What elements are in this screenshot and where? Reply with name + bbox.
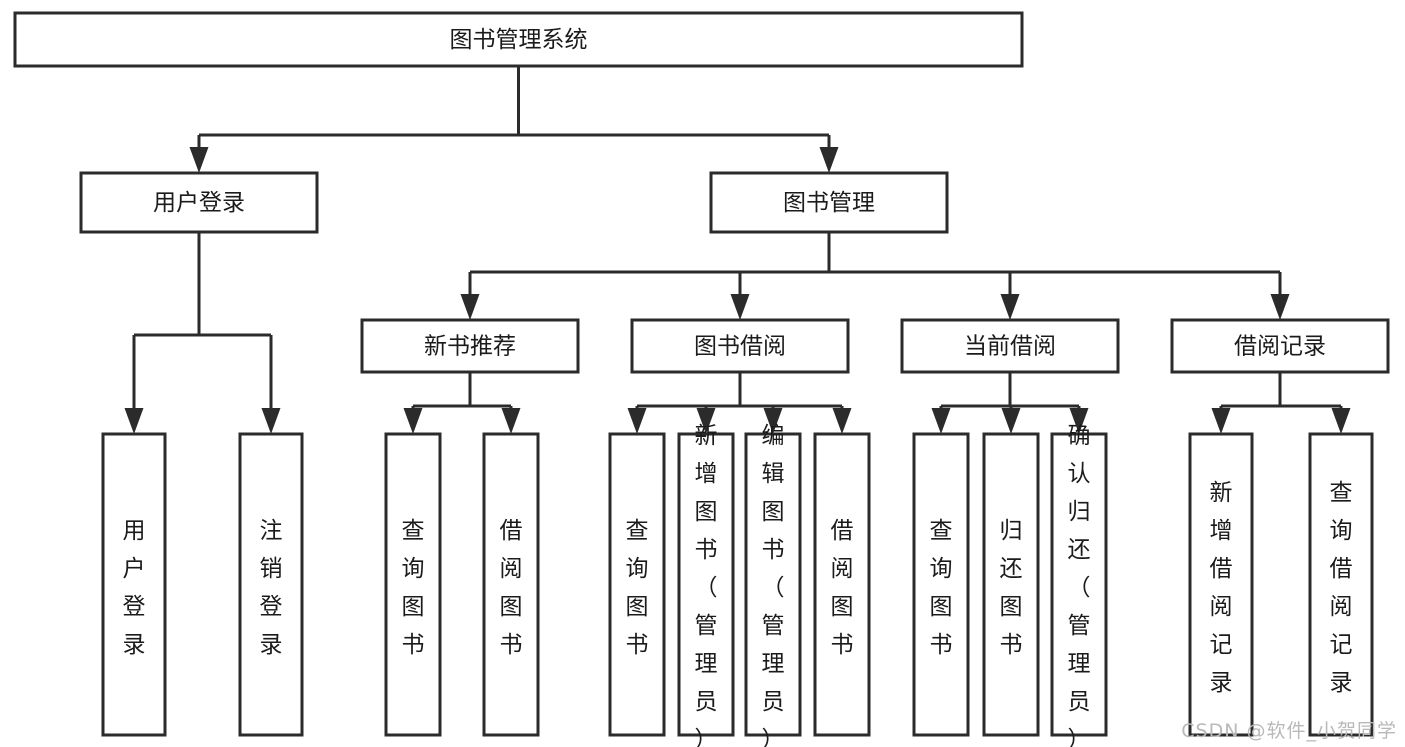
node-label-leaf-borrow-query: 查询图书 [626,518,649,658]
node-label-leaf-rec-borrow: 借阅图书 [500,518,523,658]
node-label-root: 图书管理系统 [450,27,588,53]
node-label-leaf-rec-add: 新增借阅记录 [1210,480,1233,696]
node-box-current-borrow[interactable] [900,318,1120,374]
node-leaf-rec-search[interactable]: 查询借阅记录 [1308,432,1374,737]
node-leaf-rec-add[interactable]: 新增借阅记录 [1188,432,1254,737]
edge-group-current-children [931,372,1089,434]
node-leaf-cur-confirm[interactable]: 确认归还（管理员） [1050,423,1108,747]
edge-group-root-children [189,66,839,173]
node-label-login: 用户登录 [153,190,245,216]
node-box-leaf-user-logout[interactable] [238,432,304,737]
node-label-leaf-cur-query: 查询图书 [930,518,953,658]
node-box-leaf-rec-add[interactable] [1188,432,1254,737]
node-label-book-borrow: 图书借阅 [694,334,786,360]
node-leaf-borrow-query[interactable]: 查询图书 [608,432,666,737]
edge-group-book-admin-children [460,232,1290,320]
node-label-leaf-borrow-lend: 借阅图书 [831,518,854,658]
node-label-leaf-user-logout: 注销登录 [260,518,283,658]
edge-group-record-children [1211,372,1351,434]
node-leaf-borrow-lend[interactable]: 借阅图书 [813,432,871,737]
node-book-borrow[interactable]: 图书借阅 [630,318,850,374]
node-box-leaf-borrow-query[interactable] [608,432,666,737]
node-label-leaf-cur-return: 归还图书 [1000,518,1023,658]
node-leaf-cur-query[interactable]: 查询图书 [912,432,970,737]
node-borrow-record[interactable]: 借阅记录 [1170,318,1390,374]
node-label-leaf-cur-confirm: 确认归还（管理员） [1068,423,1091,747]
node-box-leaf-rec-borrow[interactable] [482,432,540,737]
node-box-borrow-record[interactable] [1170,318,1390,374]
node-label-leaf-borrow-edit: 编辑图书（管理员） [762,423,785,747]
node-label-leaf-user-login: 用户登录 [123,518,146,658]
node-leaf-user-login[interactable]: 用户登录 [101,432,167,737]
edges-layer [124,66,1351,434]
node-leaf-borrow-edit[interactable]: 编辑图书（管理员） [744,423,802,747]
node-leaf-borrow-add[interactable]: 新增图书（管理员） [677,423,735,747]
watermark: CSDN @软件_小贺同学 [1181,720,1397,742]
node-current-borrow[interactable]: 当前借阅 [900,318,1120,374]
node-book-admin[interactable]: 图书管理 [709,171,949,234]
node-label-leaf-rec-query: 查询图书 [402,518,425,658]
node-box-leaf-cur-query[interactable] [912,432,970,737]
node-box-leaf-rec-search[interactable] [1308,432,1374,737]
node-box-root[interactable] [13,11,1024,68]
node-box-new-book-rec[interactable] [360,318,580,374]
node-box-leaf-cur-return[interactable] [982,432,1040,737]
node-box-book-admin[interactable] [709,171,949,234]
node-leaf-rec-borrow[interactable]: 借阅图书 [482,432,540,737]
node-box-login[interactable] [79,171,319,234]
node-login[interactable]: 用户登录 [79,171,319,234]
node-leaf-cur-return[interactable]: 归还图书 [982,432,1040,737]
node-box-book-borrow[interactable] [630,318,850,374]
edge-group-login-children [124,232,281,434]
node-label-book-admin: 图书管理 [783,190,875,216]
node-label-leaf-rec-search: 查询借阅记录 [1330,480,1353,696]
edge-group-rec-children [403,372,521,434]
node-label-borrow-record: 借阅记录 [1234,334,1326,360]
node-leaf-rec-query[interactable]: 查询图书 [384,432,442,737]
node-label-current-borrow: 当前借阅 [964,334,1056,360]
node-root[interactable]: 图书管理系统 [13,11,1024,68]
node-label-new-book-rec: 新书推荐 [424,334,516,360]
node-box-leaf-user-login[interactable] [101,432,167,737]
node-box-leaf-borrow-edit[interactable] [744,432,802,737]
node-box-leaf-borrow-add[interactable] [677,432,735,737]
nodes-layer: 图书管理系统用户登录图书管理新书推荐图书借阅当前借阅借阅记录用户登录注销登录查询… [13,11,1390,747]
node-label-leaf-borrow-add: 新增图书（管理员） [695,423,718,747]
node-leaf-user-logout[interactable]: 注销登录 [238,432,304,737]
node-box-leaf-cur-confirm[interactable] [1050,432,1108,737]
node-new-book-rec[interactable]: 新书推荐 [360,318,580,374]
node-box-leaf-borrow-lend[interactable] [813,432,871,737]
edge-group-borrow-children [627,372,852,434]
node-box-leaf-rec-query[interactable] [384,432,442,737]
